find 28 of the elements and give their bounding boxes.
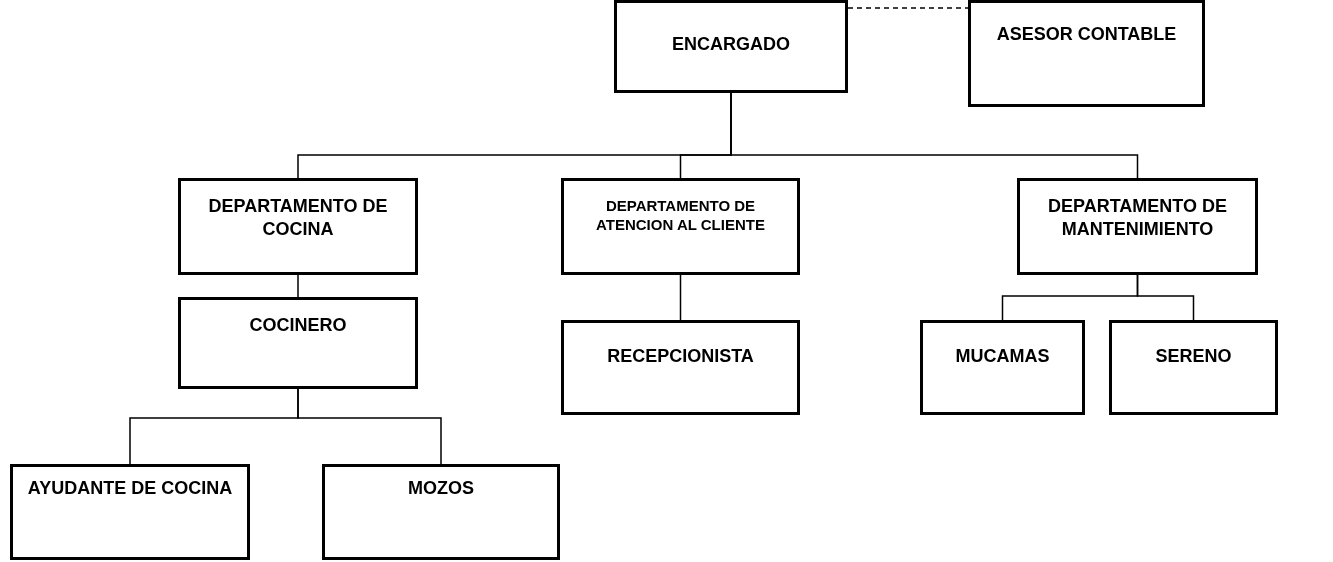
org-box xyxy=(614,0,848,93)
box-label: MUCAMAS xyxy=(954,345,1051,368)
box-label: ASESOR CONTABLE xyxy=(995,23,1178,46)
box-label: DEPARTAMENTO DE ATENCION AL CLIENTE xyxy=(595,197,766,235)
org-box xyxy=(561,320,800,415)
org-box xyxy=(178,178,418,275)
connector-line xyxy=(297,274,299,298)
box-label: RECEPCIONISTA xyxy=(606,345,755,368)
connector-line xyxy=(730,92,1139,179)
connector-line xyxy=(679,274,682,321)
box-label: DEPARTAMENTO DE MANTENIMIENTO xyxy=(1047,195,1228,240)
org-box xyxy=(1109,320,1278,415)
org-box xyxy=(178,297,418,389)
org-box xyxy=(968,0,1205,107)
connector-line xyxy=(847,7,969,9)
org-box xyxy=(1017,178,1258,275)
org-box xyxy=(920,320,1085,415)
box-label: MOZOS xyxy=(407,477,475,500)
box-label: ENCARGADO xyxy=(671,33,791,56)
org-box xyxy=(10,464,250,560)
org-box xyxy=(561,178,800,275)
box-label: DEPARTAMENTO DE COCINA xyxy=(207,195,389,240)
org-box xyxy=(322,464,560,560)
box-label: COCINERO xyxy=(248,314,348,337)
connector-line xyxy=(1136,274,1195,321)
connector-line xyxy=(297,388,442,465)
box-label: AYUDANTE DE COCINA xyxy=(26,477,234,500)
box-label: SERENO xyxy=(1154,345,1233,368)
